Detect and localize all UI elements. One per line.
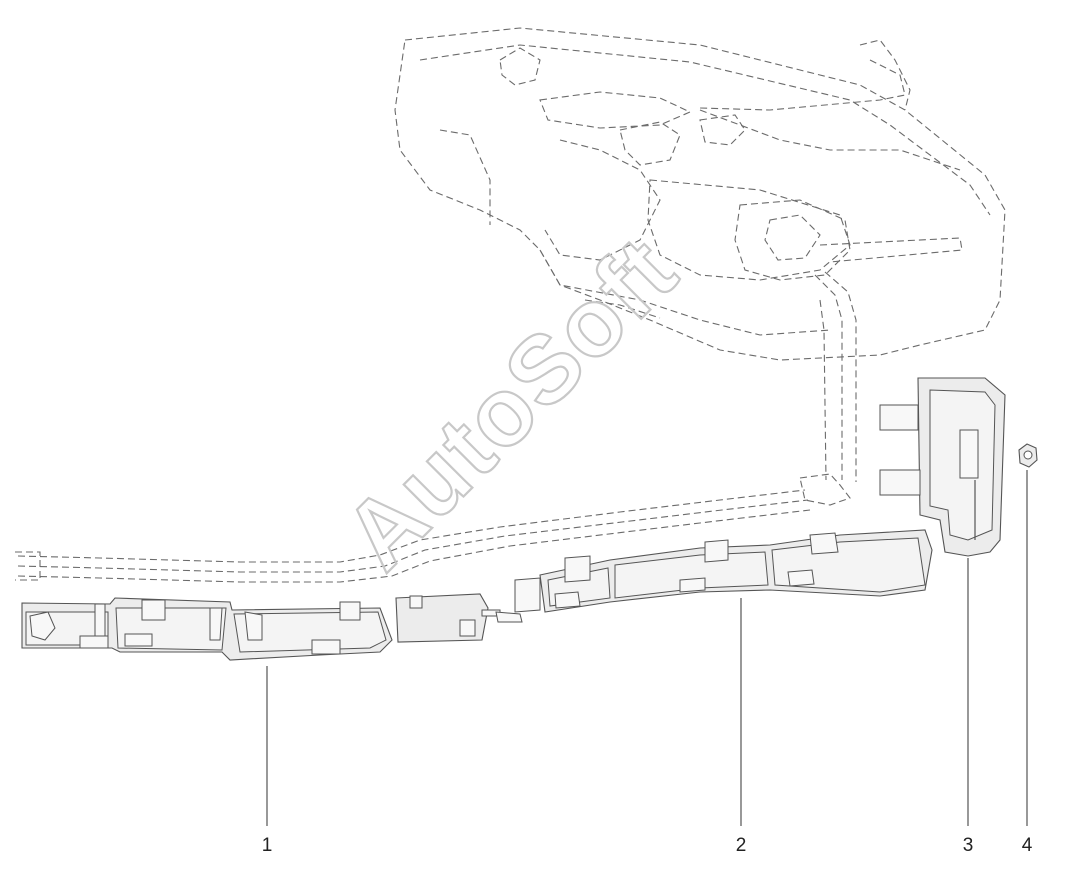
part-2-line-guard-right	[514, 529, 933, 613]
callout-2: 2	[736, 835, 747, 856]
callout-3: 3	[963, 835, 974, 856]
connector-clip	[395, 593, 523, 643]
part-1-line-guard-left	[21, 597, 393, 661]
callout-4: 4	[1022, 835, 1033, 856]
watermark-text: AutoSoft	[324, 216, 697, 589]
part-4-nut	[1018, 443, 1038, 468]
part-3-heat-shield	[879, 377, 1006, 557]
fuel-tank-phantom	[394, 27, 1006, 506]
fuel-lines-phantom	[15, 489, 811, 583]
callout-1: 1	[262, 835, 273, 856]
